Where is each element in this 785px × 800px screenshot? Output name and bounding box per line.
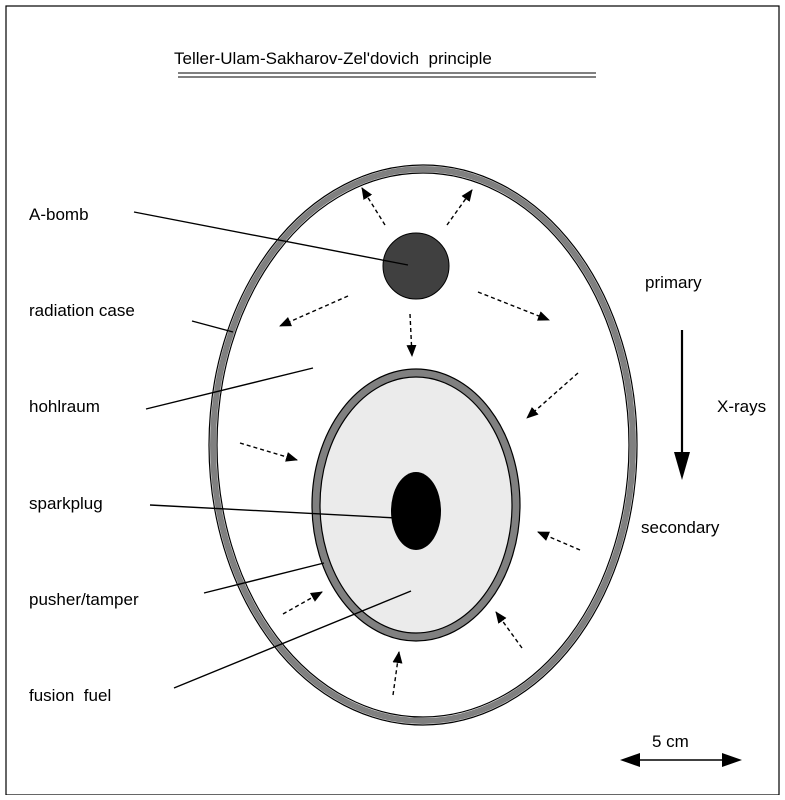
- leader-fusion-fuel: [173, 590, 412, 689]
- scale-bar-right-head: [722, 753, 742, 767]
- scale-bar-label: 5 cm: [652, 732, 689, 751]
- label-xrays: X-rays: [717, 397, 766, 416]
- leader-a-bomb: [133, 211, 409, 266]
- arrow-left-in: [282, 591, 323, 615]
- arrow-down: [406, 313, 417, 357]
- diagram-title: Teller-Ulam-Sakharov-Zel'dovich principl…: [174, 49, 492, 68]
- leader-lines: [133, 211, 412, 689]
- xrays-arrow-head: [674, 452, 690, 480]
- label-secondary: secondary: [641, 518, 720, 537]
- label-radiation-case: radiation case: [29, 301, 135, 320]
- leader-pusher-tamper: [203, 562, 325, 594]
- arrow-lower-right: [526, 372, 579, 419]
- arrow-bottom: [392, 651, 403, 696]
- label-primary: primary: [645, 273, 702, 292]
- arrow-right: [477, 291, 550, 321]
- label-pusher-tamper: pusher/tamper: [29, 590, 139, 609]
- label-fusion-fuel: fusion fuel: [29, 686, 111, 705]
- arrow-up-left: [361, 187, 386, 226]
- scale-bar-left-head: [620, 753, 640, 767]
- leader-radiation-case: [191, 320, 234, 333]
- arrow-bottom-right: [495, 611, 523, 649]
- label-sparkplug: sparkplug: [29, 494, 103, 513]
- arrow-up-right: [446, 189, 473, 226]
- leader-sparkplug: [149, 504, 398, 519]
- radiation-case-ring: [210, 166, 636, 724]
- arrow-left: [279, 295, 349, 327]
- label-a-bomb: A-bomb: [29, 205, 89, 224]
- sparkplug-core: [391, 472, 441, 550]
- a-bomb-sphere: [382, 232, 450, 300]
- label-hohlraum: hohlraum: [29, 397, 100, 416]
- arrow-right-in: [537, 531, 581, 551]
- radiation-arrows: [239, 187, 581, 696]
- arrow-lower-left: [239, 442, 298, 462]
- leader-hohlraum: [145, 367, 314, 410]
